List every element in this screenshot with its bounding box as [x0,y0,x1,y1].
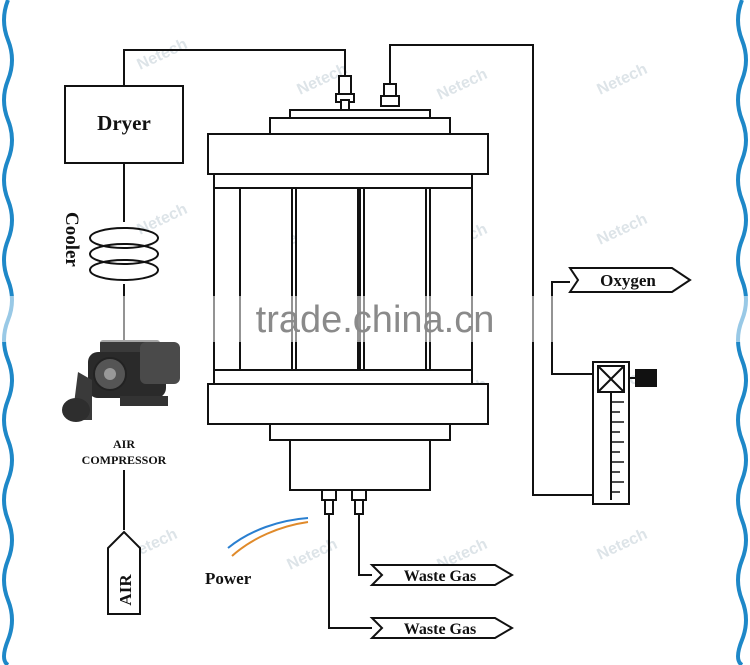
dryer-box: Dryer [64,85,184,164]
flowmeter [592,361,657,505]
air-inlet-arrow: AIR [107,530,141,615]
oxygen-label: Oxygen [600,271,656,290]
cooler-coil [89,227,159,281]
flowmeter-scale [611,401,624,493]
inlet-fitting [335,75,355,111]
oxygen-line [389,44,593,496]
air-label: AIR [116,574,135,606]
oxygen-generator-unit [207,75,489,515]
watermark-brand: Netech [435,66,491,104]
site-watermark: trade.china.cn [0,296,750,342]
power-label: Power [205,569,252,588]
waste-gas-lines [328,514,372,629]
waste-gas-arrow-1: Waste Gas [369,564,514,586]
oxygen-arrow: Oxygen [568,267,692,293]
oxygen-outlet-fitting [380,83,400,107]
svg-text:COMPRESSOR: COMPRESSOR [82,453,167,467]
waste-gas-label-1: Waste Gas [404,568,476,585]
dryer-label: Dryer [97,111,151,135]
watermark-brand: Netech [595,61,651,99]
watermark-brand: Netech [135,36,191,74]
site-watermark-text: trade.china.cn [256,299,495,341]
watermark-brand: Netech [135,201,191,239]
watermark-brand: Netech [595,211,651,249]
power-cable [227,517,309,557]
air-compressor-icon [62,340,180,422]
waste-gas-arrow-2: Waste Gas [369,617,514,639]
waste-gas-label-2: Waste Gas [404,621,476,638]
svg-text:AIR: AIR [113,437,135,451]
cooler-label: Cooler [61,212,82,267]
watermark-brand: Netech [285,536,341,574]
watermark-brand: Netech [595,526,651,564]
air-compressor-label: AIR COMPRESSOR [82,437,167,467]
